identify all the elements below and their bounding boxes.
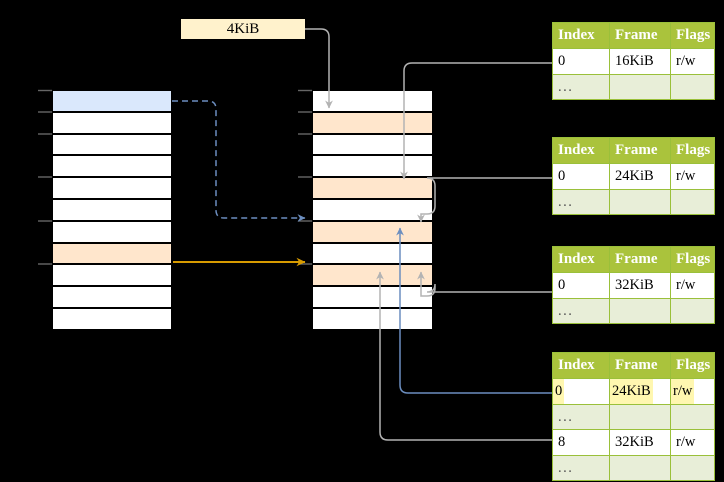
table-cell-ellipsis: ... (552, 454, 610, 482)
physical-frame-row (312, 198, 433, 221)
table-cell-frame: 24KiB (609, 378, 671, 405)
highlighted-value: 24KiB (610, 379, 653, 404)
physical-frame-row (312, 90, 433, 112)
page-size-label-text: 4KiB (226, 21, 260, 37)
table-cell-flags: r/w (670, 48, 715, 75)
virtual-page-row (52, 111, 172, 134)
column-header-frame: Frame (609, 245, 671, 274)
virtual-page-row (52, 177, 172, 199)
table-row[interactable]: 0 24KiB r/w (552, 378, 715, 405)
table-cell-frame: 32KiB (609, 272, 671, 299)
table-cell-ellipsis (609, 454, 671, 482)
physical-memory-column (312, 90, 433, 330)
connector-virtual-page-to-frame (172, 100, 306, 222)
column-header-index: Index (552, 21, 610, 50)
table-row[interactable]: ... (552, 297, 715, 325)
virtual-page-row (52, 307, 172, 330)
highlighted-value: 0 (553, 379, 565, 404)
table-cell-ellipsis: ... (552, 297, 610, 325)
table-cell-ellipsis: ... (552, 73, 610, 101)
physical-frame-row (312, 264, 433, 287)
table-row[interactable]: ... (552, 188, 715, 216)
table-cell-index: 0 (552, 163, 610, 190)
table-cell-ellipsis (670, 403, 715, 431)
table-cell-index: 0 (552, 378, 610, 405)
table-cell-ellipsis: ... (552, 403, 610, 431)
column-header-flags: Flags (670, 21, 715, 50)
virtual-page-row (52, 242, 172, 265)
table-cell-flags: r/w (670, 378, 715, 405)
highlighted-value: r/w (671, 379, 695, 404)
table-cell-index: 8 (552, 429, 610, 456)
column-header-frame: Frame (609, 351, 671, 380)
table-cell-ellipsis (670, 454, 715, 482)
virtual-page-row (52, 220, 172, 243)
table-cell-flags: r/w (670, 429, 715, 456)
table-cell-ellipsis (609, 188, 671, 216)
column-header-flags: Flags (670, 351, 715, 380)
middle-column-ticks (298, 89, 312, 265)
virtual-page-row (52, 133, 172, 156)
column-header-index: Index (552, 136, 610, 165)
physical-frame-row (312, 155, 433, 178)
table-cell-ellipsis (670, 73, 715, 101)
column-header-flags: Flags (670, 136, 715, 165)
column-header-frame: Frame (609, 21, 671, 50)
virtual-page-row (52, 286, 172, 308)
column-header-frame: Frame (609, 136, 671, 165)
table-cell-frame: 16KiB (609, 48, 671, 75)
column-header-index: Index (552, 351, 610, 380)
column-header-index: Index (552, 245, 610, 274)
connector-table3-to-frame (417, 271, 552, 297)
table-row[interactable]: ... (552, 454, 715, 482)
table-cell-frame: 24KiB (609, 163, 671, 190)
virtual-page-row (52, 264, 172, 287)
table-cell-flags: r/w (670, 272, 715, 299)
table-row[interactable]: ... (552, 73, 715, 101)
table-cell-flags: r/w (670, 163, 715, 190)
left-column-ticks (38, 89, 52, 265)
physical-frame-row (312, 177, 433, 199)
table-cell-index: 0 (552, 48, 610, 75)
physical-frame-row (312, 111, 433, 134)
physical-frame-row (312, 133, 433, 156)
physical-frame-row (312, 242, 433, 265)
table-cell-index: 0 (552, 272, 610, 299)
virtual-page-row (52, 198, 172, 221)
table-row[interactable]: ... (552, 403, 715, 431)
table-cell-ellipsis (609, 403, 671, 431)
connector-table2-to-frame (417, 177, 552, 223)
physical-frame-row (312, 307, 433, 330)
column-header-flags: Flags (670, 245, 715, 274)
table-cell-frame: 32KiB (609, 429, 671, 456)
virtual-page-row (52, 90, 172, 112)
virtual-address-space-column (52, 90, 172, 330)
table-cell-ellipsis (670, 188, 715, 216)
table-cell-ellipsis (609, 297, 671, 325)
table-cell-ellipsis: ... (552, 188, 610, 216)
table-cell-ellipsis (609, 73, 671, 101)
table-cell-ellipsis (670, 297, 715, 325)
virtual-page-row (52, 155, 172, 178)
physical-frame-row (312, 220, 433, 243)
physical-frame-row (312, 286, 433, 308)
page-size-label: 4KiB (181, 19, 305, 39)
